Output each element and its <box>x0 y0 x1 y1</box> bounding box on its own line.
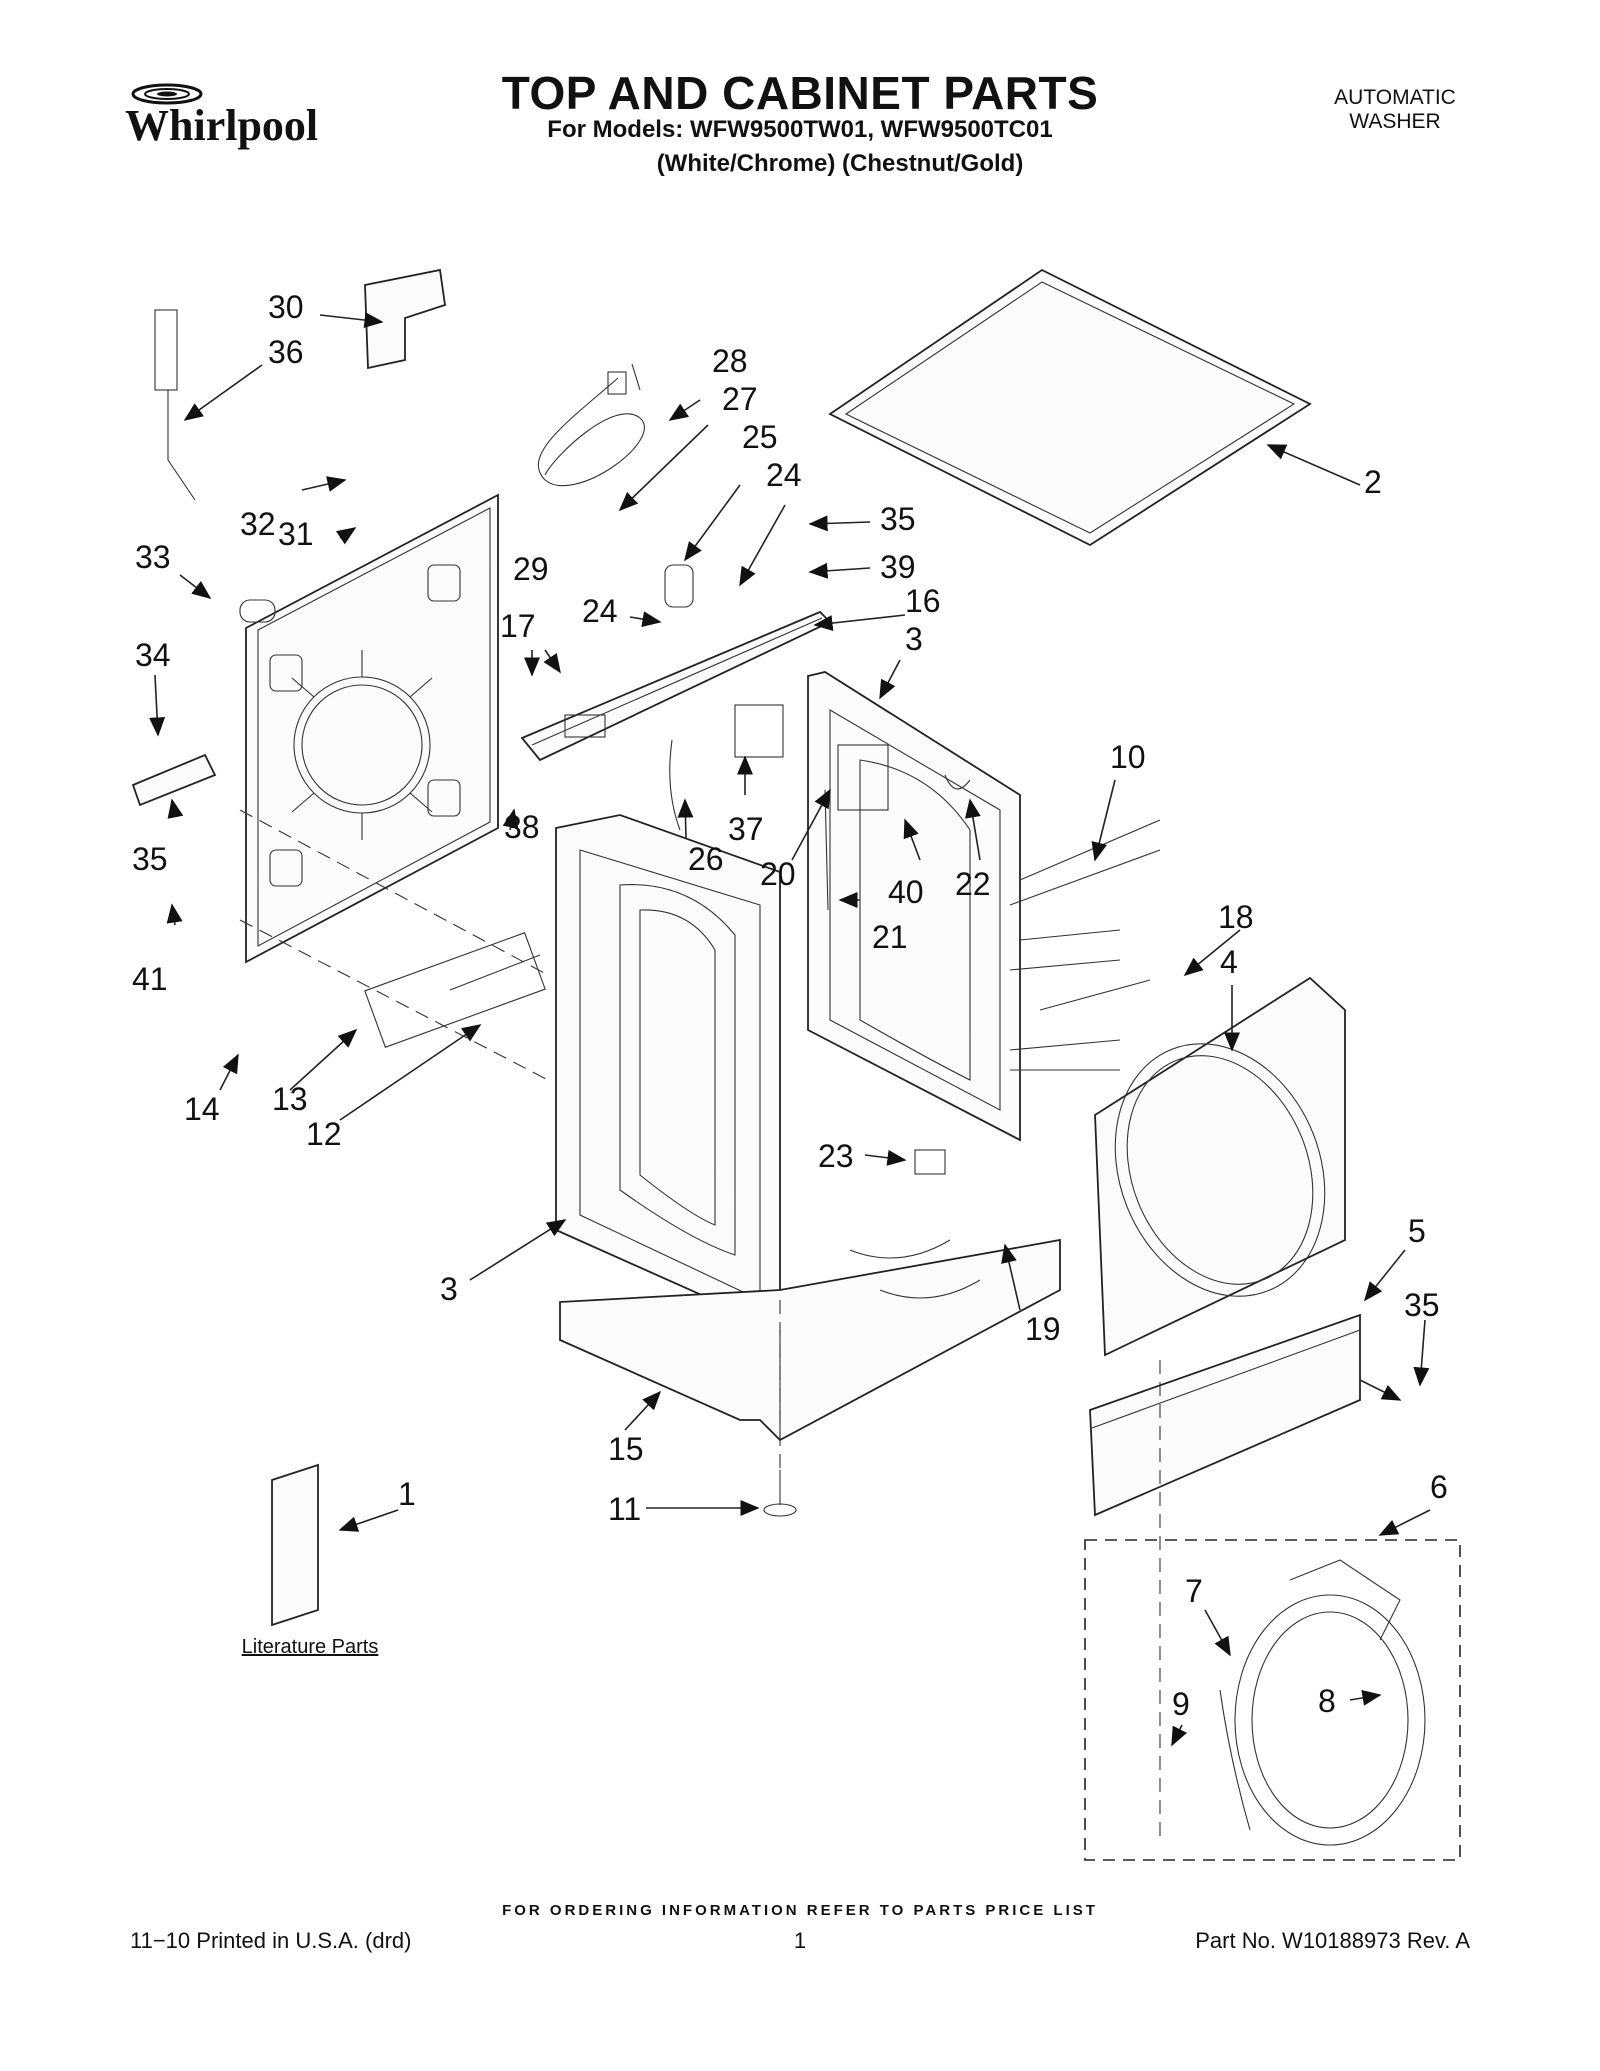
callout-36: 36 <box>268 334 304 370</box>
callout-8: 8 <box>1318 1683 1336 1719</box>
callout-19: 19 <box>1025 1311 1061 1347</box>
callout-11: 11 <box>608 1491 641 1527</box>
cabinet-side-panel <box>555 814 781 1332</box>
callout-21: 21 <box>872 919 908 955</box>
callout-3-lower: 3 <box>440 1271 458 1307</box>
callout-35-left: 35 <box>132 841 168 877</box>
callout-29: 29 <box>513 551 549 587</box>
callout-5: 5 <box>1408 1213 1426 1249</box>
callout-39: 39 <box>880 549 916 585</box>
callout-12: 12 <box>306 1116 342 1152</box>
callout-32: 32 <box>240 506 276 542</box>
callout-31: 31 <box>278 516 314 552</box>
literature-parts-label: Literature Parts <box>241 1636 379 1658</box>
print-info: 11−10 Printed in U.S.A. (drd) <box>130 1928 412 1953</box>
callout-23: 23 <box>818 1138 854 1174</box>
whirlpool-logo: Whirlpool <box>125 83 318 150</box>
console-rail <box>520 610 832 762</box>
appliance-type-line1: AUTOMATIC <box>1334 86 1456 109</box>
callout-24-upper: 24 <box>766 457 802 493</box>
callout-4: 4 <box>1220 944 1238 980</box>
page-number: 1 <box>793 1928 807 1953</box>
callout-28: 28 <box>712 343 748 379</box>
part-number: Part No. W10188973 Rev. A <box>1195 1928 1470 1953</box>
callout-41: 41 <box>132 961 168 997</box>
top-panel <box>828 268 1312 547</box>
callout-35-right: 35 <box>1404 1287 1440 1323</box>
callout-17: 17 <box>500 608 536 644</box>
appliance-type-line2: WASHER <box>1349 110 1441 133</box>
callout-13: 13 <box>272 1081 308 1117</box>
callout-1: 1 <box>398 1476 416 1512</box>
callout-3-upper: 3 <box>905 621 923 657</box>
callout-22: 22 <box>955 866 991 902</box>
callout-6: 6 <box>1430 1469 1448 1505</box>
callout-14: 14 <box>184 1091 220 1127</box>
rear-panel <box>245 493 499 964</box>
callout-40: 40 <box>888 874 924 910</box>
callout-24-lower: 24 <box>582 593 618 629</box>
callout-7: 7 <box>1185 1573 1203 1609</box>
page-title: TOP AND CABINET PARTS <box>501 67 1099 119</box>
callout-38: 38 <box>504 809 540 845</box>
power-cord <box>537 363 645 487</box>
callout-16: 16 <box>905 583 941 619</box>
callout-labels: 1 2 3 3 4 5 6 7 8 9 10 11 12 13 14 15 16… <box>132 289 1448 1722</box>
callout-10: 10 <box>1110 739 1146 775</box>
callout-26: 26 <box>688 841 724 877</box>
small-parts <box>131 268 1161 1627</box>
callout-33: 33 <box>135 539 171 575</box>
callout-18: 18 <box>1218 899 1254 935</box>
cabinet-rear <box>807 671 1021 1142</box>
colors-line: (White/Chrome) (Chestnut/Gold) <box>656 150 1024 177</box>
leader-arrows <box>149 312 1431 1747</box>
callout-30: 30 <box>268 289 304 325</box>
toe-panel <box>1089 1313 1361 1517</box>
svg-text:Whirlpool: Whirlpool <box>125 101 318 150</box>
base-pan <box>559 1238 1061 1442</box>
callout-20: 20 <box>760 856 796 892</box>
callout-37: 37 <box>728 811 764 847</box>
callout-9: 9 <box>1172 1686 1190 1722</box>
callout-27: 27 <box>722 381 758 417</box>
callout-25: 25 <box>742 419 778 455</box>
ordering-note: FOR ORDERING INFORMATION REFER TO PARTS … <box>502 1902 1098 1919</box>
models-line: For Models: WFW9500TW01, WFW9500TC01 <box>547 116 1053 143</box>
callout-2: 2 <box>1364 464 1382 500</box>
callout-34: 34 <box>135 637 171 673</box>
front-panel <box>1094 976 1346 1357</box>
callout-15: 15 <box>608 1431 644 1467</box>
callout-35-top: 35 <box>880 501 916 537</box>
bellow-ring-assembly <box>1084 1539 1461 1861</box>
